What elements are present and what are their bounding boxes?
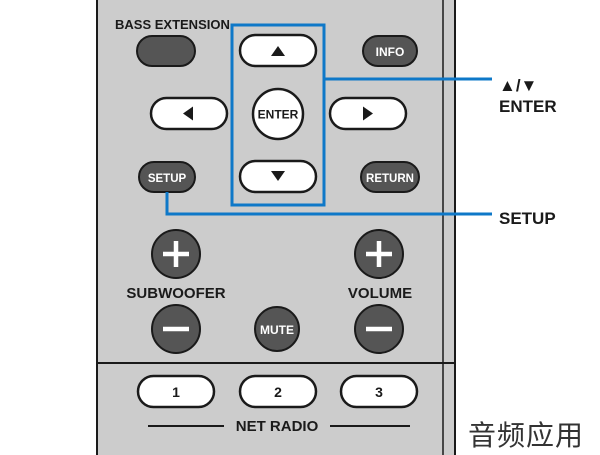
preset-label: 1 xyxy=(172,384,180,400)
volume-minus-button[interactable] xyxy=(354,304,404,354)
plus-icon xyxy=(366,241,392,267)
bass-extension-button[interactable] xyxy=(136,35,196,67)
info-label: INFO xyxy=(376,45,405,59)
setup-label: SETUP xyxy=(148,173,187,185)
setup-callout-label: SETUP xyxy=(499,209,556,228)
setup-callout-line xyxy=(165,192,492,216)
net-radio-label: NET RADIO xyxy=(236,418,319,435)
up-button[interactable] xyxy=(238,33,318,68)
mute-button[interactable]: MUTE xyxy=(254,306,300,352)
preset-label: 2 xyxy=(274,384,282,400)
preset-button-1[interactable]: 1 xyxy=(136,374,216,409)
bass-extension-label: BASS EXTENSION xyxy=(115,17,230,32)
enter-callout-label: ENTER xyxy=(499,97,557,116)
preset-button-2[interactable]: 2 xyxy=(238,374,318,409)
preset-button-3[interactable]: 3 xyxy=(339,374,419,409)
down-button[interactable] xyxy=(238,159,318,194)
info-button[interactable]: INFO xyxy=(362,35,418,67)
triangle-left-icon xyxy=(183,106,193,121)
volume-label: VOLUME xyxy=(348,285,412,302)
return-button[interactable]: RETURN xyxy=(360,161,420,193)
updown-callout-label: ▲/▼ xyxy=(499,76,537,95)
subwoofer-minus-button[interactable] xyxy=(151,304,201,354)
return-label: RETURN xyxy=(366,173,414,185)
volume-plus-button[interactable] xyxy=(354,229,404,279)
right-button[interactable] xyxy=(328,96,408,131)
watermark-text: 音频应用 xyxy=(468,419,585,452)
left-button[interactable] xyxy=(149,96,229,131)
triangle-down-icon xyxy=(271,171,285,181)
plus-icon xyxy=(163,241,189,267)
enter-button[interactable]: ENTER xyxy=(251,87,305,141)
subwoofer-plus-button[interactable] xyxy=(151,229,201,279)
mute-label: MUTE xyxy=(260,323,294,337)
triangle-up-icon xyxy=(271,46,285,56)
cursor-highlight-box xyxy=(230,23,326,207)
subwoofer-label: SUBWOOFER xyxy=(126,285,225,302)
triangle-right-icon xyxy=(363,106,373,121)
enter-label: ENTER xyxy=(258,108,299,122)
setup-button[interactable]: SETUP xyxy=(138,161,196,193)
preset-label: 3 xyxy=(375,384,383,400)
